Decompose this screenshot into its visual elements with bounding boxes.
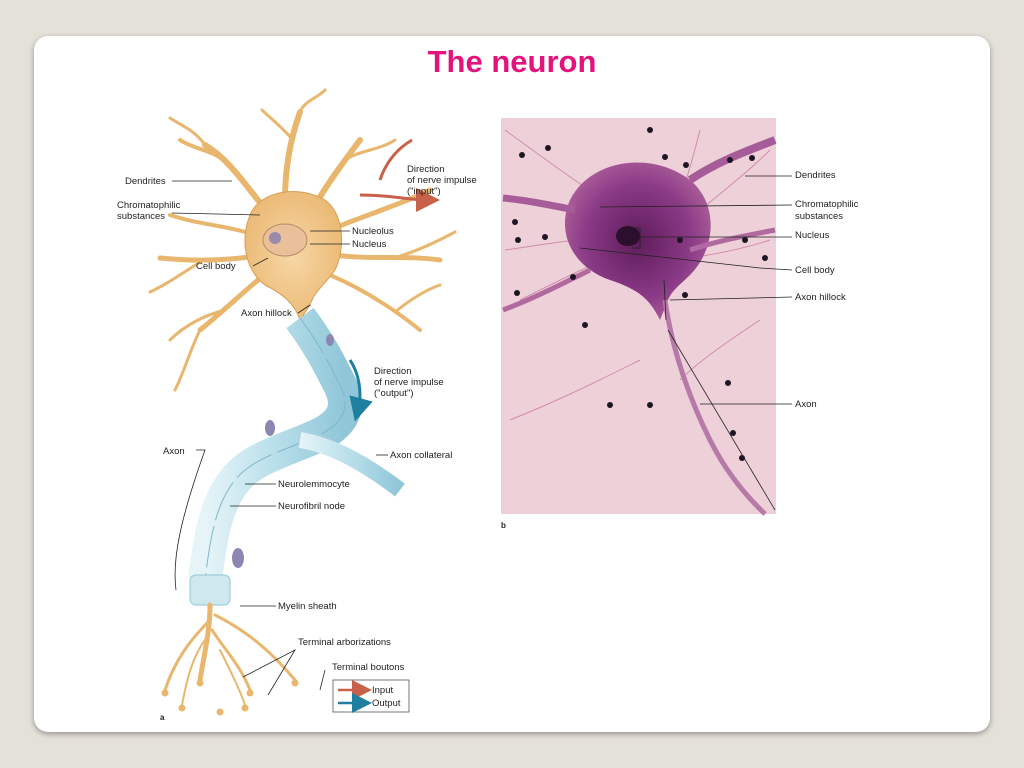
label-axon-a: Axon bbox=[163, 446, 185, 457]
label-cell-body-a: Cell body bbox=[196, 261, 236, 272]
slide-title: The neuron bbox=[427, 44, 597, 79]
label-nucleus-a: Nucleus bbox=[352, 239, 387, 250]
myelin-sheath-end bbox=[189, 574, 231, 606]
label-dir-output-2: of nerve impulse bbox=[374, 377, 444, 388]
label-terminal-arborizations-a: Terminal arborizations bbox=[298, 637, 391, 648]
input-direction-arrow bbox=[359, 138, 428, 200]
nucleus-shape bbox=[262, 223, 308, 257]
label-chromatophilic-a-1: Chromatophilic bbox=[117, 200, 181, 211]
label-chromatophilic-b-1: Chromatophilic bbox=[795, 199, 859, 210]
micrograph-nucleus bbox=[616, 226, 640, 246]
label-nucleolus-a: Nucleolus bbox=[352, 226, 394, 237]
axon-collateral-shape bbox=[298, 432, 405, 497]
label-dir-output-1: Direction bbox=[374, 366, 412, 377]
panel-a-tag: a bbox=[160, 713, 165, 722]
panel-a-labels: Dendrites Chromatophilic substances Nucl… bbox=[117, 164, 477, 722]
dendrites-shape bbox=[148, 88, 457, 392]
nucleolus-shape bbox=[269, 232, 281, 244]
legend-input-label: Input bbox=[372, 685, 393, 696]
label-dir-output-3: ("output") bbox=[374, 388, 413, 399]
panel-a-leader-lines bbox=[171, 180, 388, 696]
legend-output-label: Output bbox=[372, 698, 401, 709]
label-axon-hillock-b: Axon hillock bbox=[795, 292, 846, 303]
output-direction-arrow bbox=[348, 359, 373, 422]
label-terminal-boutons-a: Terminal boutons bbox=[332, 662, 405, 673]
panel-b-tag: b bbox=[501, 521, 506, 530]
label-dendrites-b: Dendrites bbox=[795, 170, 836, 181]
micrograph-axon bbox=[662, 299, 767, 516]
terminal-boutons-shape bbox=[161, 679, 299, 716]
label-cell-body-b: Cell body bbox=[795, 265, 835, 276]
panel-b-leader-lines bbox=[579, 175, 793, 511]
legend: Input Output bbox=[332, 679, 410, 713]
label-chromatophilic-a-2: substances bbox=[117, 211, 165, 222]
label-chromatophilic-b-2: substances bbox=[795, 211, 843, 222]
label-neurofibril-node-a: Neurofibril node bbox=[278, 501, 345, 512]
neuron-illustration bbox=[148, 88, 457, 716]
label-dir-input-1: Direction bbox=[407, 164, 445, 175]
label-dir-input-3: ("input") bbox=[407, 186, 441, 197]
terminal-arborizations-shape bbox=[163, 602, 297, 706]
cell-body-shape bbox=[244, 191, 343, 322]
panel-b-labels: Dendrites Chromatophilic substances Nucl… bbox=[501, 170, 859, 530]
label-myelin-sheath-a: Myelin sheath bbox=[278, 601, 337, 612]
label-axon-hillock-a: Axon hillock bbox=[241, 308, 292, 319]
label-nucleus-b: Nucleus bbox=[795, 230, 830, 241]
label-dir-input-2: of nerve impulse bbox=[407, 175, 477, 186]
label-neurolemmocyte-a: Neurolemmocyte bbox=[278, 479, 350, 490]
label-axon-b: Axon bbox=[795, 399, 817, 410]
label-dendrites-a: Dendrites bbox=[125, 176, 166, 187]
micrograph bbox=[501, 118, 777, 516]
label-axon-collateral-a: Axon collateral bbox=[390, 450, 452, 461]
